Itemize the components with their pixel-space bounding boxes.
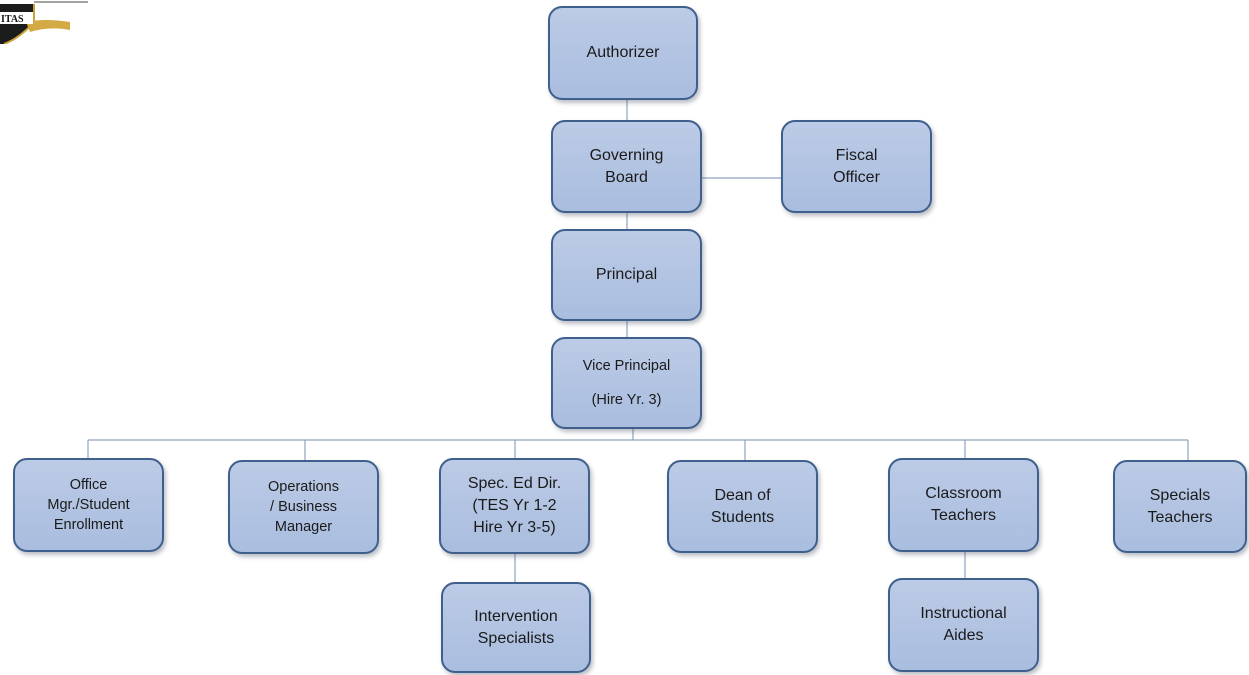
- node-label: Enrollment: [53, 517, 124, 533]
- node-label: Aides: [943, 627, 984, 644]
- node-label: Principal: [595, 266, 658, 283]
- node-label: / Business: [270, 499, 337, 515]
- node-label: Officer: [833, 168, 880, 186]
- node-label: Mgr./Student: [47, 497, 130, 513]
- node-spec-ed-director: Spec. Ed Dir. (TES Yr 1-2 Hire Yr 3-5): [439, 458, 590, 554]
- node-label: Authorizer: [586, 44, 660, 61]
- node-label: (Hire Yr. 3): [591, 392, 662, 408]
- node-specials-teachers: Specials Teachers: [1113, 460, 1247, 553]
- node-label: Specials: [1149, 486, 1211, 504]
- node-principal: Principal: [551, 229, 702, 321]
- school-logo: ITAS: [0, 0, 90, 45]
- logo-text: ITAS: [1, 14, 24, 25]
- node-vice-principal: Vice Principal (Hire Yr. 3): [551, 337, 702, 429]
- node-label: Operations: [268, 479, 339, 495]
- node-label: Spec. Ed Dir.: [467, 475, 562, 492]
- node-label: Fiscal: [835, 146, 878, 164]
- node-label: Intervention: [474, 607, 558, 625]
- node-operations-manager: Operations / Business Manager: [228, 460, 379, 554]
- node-label: (TES Yr 1-2: [472, 497, 557, 514]
- node-label: Dean of: [714, 486, 771, 504]
- node-label: Teachers: [1147, 508, 1213, 526]
- node-instructional-aides: Instructional Aides: [888, 578, 1039, 672]
- node-label: Specialists: [477, 629, 555, 647]
- node-governing-board: Governing Board: [551, 120, 702, 213]
- node-dean-of-students: Dean of Students: [667, 460, 818, 553]
- node-label: Hire Yr 3-5): [473, 519, 556, 536]
- node-label: Office: [69, 477, 108, 493]
- node-label: Board: [605, 168, 648, 186]
- node-label: Teachers: [931, 507, 996, 524]
- logo-emblem: ITAS: [0, 1, 88, 45]
- node-label: Governing: [589, 146, 664, 164]
- node-label: Students: [710, 508, 775, 526]
- node-office-manager: Office Mgr./Student Enrollment: [13, 458, 164, 552]
- node-fiscal-officer: Fiscal Officer: [781, 120, 932, 213]
- node-classroom-teachers: Classroom Teachers: [888, 458, 1039, 552]
- node-label: Classroom: [925, 485, 1002, 502]
- node-label: Manager: [274, 519, 333, 535]
- node-label: Vice Principal: [582, 358, 671, 374]
- node-label: Instructional: [920, 605, 1007, 622]
- node-authorizer: Authorizer: [548, 6, 698, 100]
- node-intervention-specialists: Intervention Specialists: [441, 582, 591, 673]
